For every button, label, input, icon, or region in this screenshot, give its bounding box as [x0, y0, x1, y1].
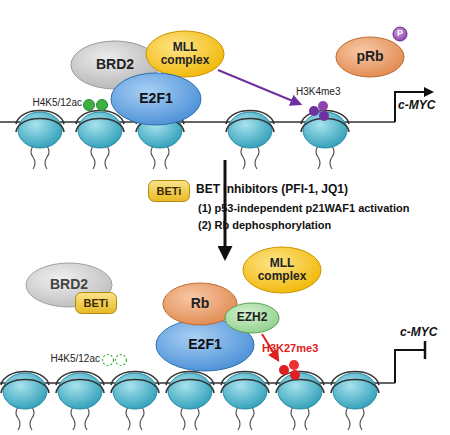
- histone-mark-label: H4K5/12ac: [6, 97, 82, 109]
- protein-ellipse: MLL complex: [145, 30, 225, 78]
- node-label: BRD2: [50, 277, 88, 292]
- ellipse-shape: [225, 303, 279, 333]
- histone-mark-label: H3K27me3: [262, 342, 342, 355]
- inhibitor-block: BETi: [75, 292, 117, 314]
- histone-mark-label: H4K5/12ac: [22, 353, 100, 365]
- histone-mark-label: H3K4me3: [296, 86, 366, 98]
- pill-shape: [76, 293, 117, 314]
- node-label: BETi: [157, 185, 182, 197]
- ellipse-shape: [336, 37, 404, 77]
- ellipse-shape: [156, 319, 254, 371]
- ellipse-shape: [146, 31, 224, 77]
- node-label: E2F1: [188, 337, 221, 352]
- node-label: BRD2: [96, 57, 134, 72]
- node-label: BETi: [84, 297, 109, 309]
- nucleosome: [276, 372, 324, 431]
- node-text-wrap: MLL complex: [242, 246, 322, 294]
- acetyl-mark: [97, 100, 108, 111]
- repression-bar: [424, 341, 427, 359]
- node-text-wrap: E2F1: [110, 72, 202, 126]
- node-label: pRb: [356, 49, 383, 64]
- node-label: Rb: [191, 296, 210, 311]
- protein-ellipse: EZH2: [224, 302, 280, 334]
- ellipse-shape: [393, 27, 407, 41]
- protein-ellipse: pRbP: [335, 36, 405, 78]
- nucleosome: [1, 372, 49, 431]
- lost-acetyl-mark: [116, 355, 127, 366]
- treatment-label: BET inhibitors (PFI-1, JQ1): [196, 183, 446, 197]
- gene-label: c-MYC: [400, 326, 450, 340]
- effect-note: (2) Rb dephosphorylation: [198, 219, 448, 232]
- nucleosome: [16, 111, 64, 170]
- protein-ellipse: BRD2BETi: [25, 262, 113, 308]
- node-label: MLL complex: [159, 41, 211, 67]
- node-label: P: [397, 29, 403, 39]
- node-text-wrap: pRb: [335, 36, 405, 78]
- methyl-mark: [309, 106, 319, 116]
- methyl-mark: [290, 370, 300, 380]
- pill-shape: [149, 181, 190, 202]
- gene-repression-arrow: [395, 350, 425, 383]
- methylation-arrow: [218, 70, 300, 104]
- methyl-mark: [289, 360, 299, 370]
- methyl-mark: [279, 365, 289, 375]
- methyl-mark: [319, 111, 329, 121]
- phosphate-circle: P: [392, 26, 408, 42]
- inhibitor-block: BETi: [148, 180, 190, 202]
- node-text-wrap: EZH2: [224, 302, 280, 334]
- effect-note: (1) p53-independent p21WAF1 activation: [198, 202, 448, 215]
- gene-label: c-MYC: [398, 99, 450, 113]
- ellipse-shape: [111, 73, 201, 125]
- protein-ellipse: E2F1: [110, 72, 202, 126]
- methyl-mark: [318, 101, 328, 111]
- acetyl-mark: [84, 100, 95, 111]
- nucleosome: [111, 372, 159, 431]
- nucleosome: [221, 372, 269, 431]
- nucleosome: [301, 111, 349, 170]
- protein-ellipse: MLL complex: [242, 246, 322, 294]
- node-label: MLL complex: [256, 257, 308, 283]
- nucleosome: [76, 111, 124, 170]
- ellipse-shape: [243, 247, 321, 293]
- nucleosome: [56, 372, 104, 431]
- lost-acetyl-mark: [103, 355, 114, 366]
- nucleosome: [166, 372, 214, 431]
- node-label: EZH2: [237, 311, 268, 324]
- node-label: E2F1: [139, 91, 172, 106]
- nucleosome: [226, 111, 274, 170]
- node-text-wrap: BETi: [148, 180, 190, 202]
- node-text-wrap: MLL complex: [145, 30, 225, 78]
- node-text-wrap: P: [392, 26, 408, 42]
- node-text-wrap: BETi: [75, 292, 117, 314]
- nucleosome: [331, 372, 379, 431]
